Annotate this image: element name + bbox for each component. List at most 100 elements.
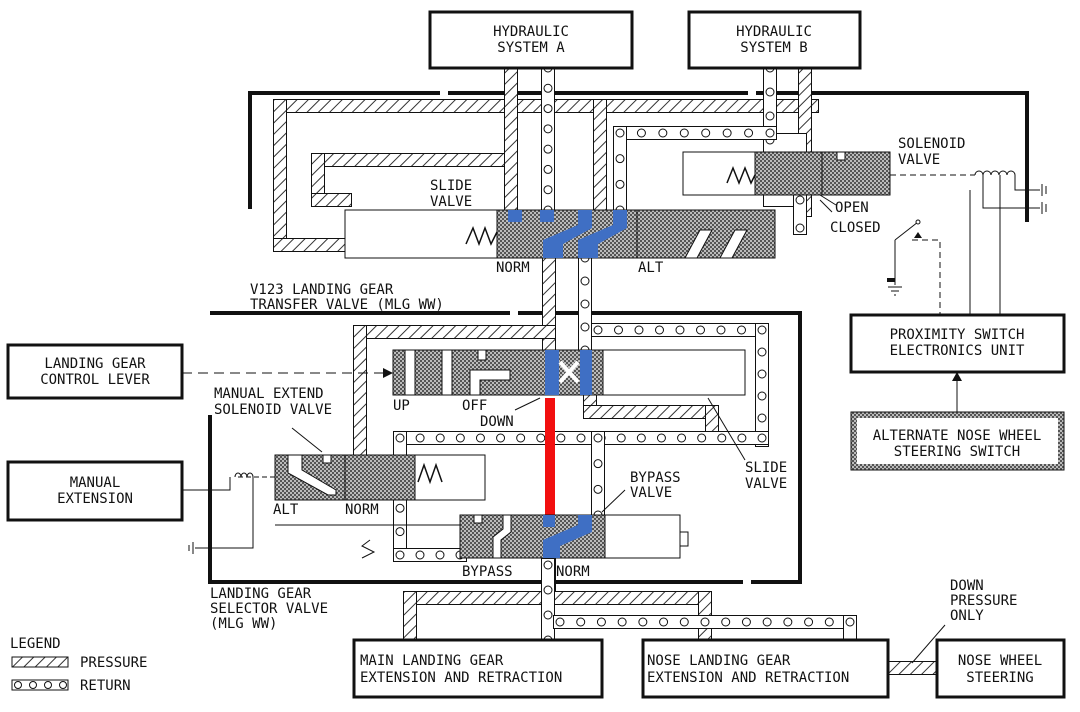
legend-title: LEGEND: [10, 636, 61, 652]
arrow-icon: [952, 372, 962, 381]
box-label: HYDRAULIC: [493, 24, 569, 40]
diagram-labels: SLIDE VALVE SOLENOID VALVE OPEN CLOSED N…: [210, 136, 1017, 632]
solenoid-valve-chamber: [682, 151, 756, 196]
ground-icon: [888, 286, 902, 296]
box-label: ALTERNATE NOSE WHEEL: [873, 428, 1042, 444]
pressure-line: [403, 591, 712, 605]
box-label: SYSTEM A: [497, 40, 565, 56]
label: NORM: [345, 502, 379, 518]
main-gear-box: MAIN LANDING GEAR EXTENSION AND RETRACTI…: [352, 638, 604, 699]
return-line: [393, 431, 769, 445]
label: NORM: [556, 564, 590, 580]
label: V123 LANDING GEAR: [250, 282, 394, 298]
label: SLIDE: [430, 178, 472, 194]
label: VALVE: [630, 485, 672, 501]
return-line: [793, 193, 807, 235]
pressure-line: [593, 99, 607, 217]
manual-extend-solenoid-chamber: [414, 454, 486, 501]
legend-pressure-label: PRESSURE: [80, 655, 147, 671]
label: DOWN: [480, 414, 514, 430]
return-line: [541, 61, 555, 217]
return-line: [613, 126, 777, 140]
box-label: PROXIMITY SWITCH: [890, 327, 1025, 343]
label: (MLG WW): [210, 616, 277, 632]
label: MANUAL EXTEND: [214, 386, 324, 402]
label: DOWN: [950, 578, 984, 594]
hydraulic-system-a-box: HYDRAULIC SYSTEM A: [428, 10, 634, 70]
box-label: EXTENSION AND RETRACTION: [360, 670, 562, 686]
pressure-line: [542, 251, 556, 357]
pressure-line: [353, 325, 556, 339]
label: BYPASS: [630, 470, 681, 486]
label: OPEN: [835, 200, 869, 216]
box-label: NOSE WHEEL: [958, 653, 1042, 669]
label: BYPASS: [462, 564, 513, 580]
label: CLOSED: [830, 220, 881, 236]
label: PRESSURE: [950, 593, 1017, 609]
label: VALVE: [898, 152, 940, 168]
transfer-valve-housing: [248, 91, 1029, 282]
alternate-steering-switch-box: ALTERNATE NOSE WHEEL STEERING SWITCH: [850, 411, 1065, 471]
transfer-slide-valve-chamber: [344, 209, 498, 259]
box-label: SYSTEM B: [740, 40, 807, 56]
label: ALT: [273, 502, 299, 518]
ground-icon: [1041, 184, 1047, 196]
return-line: [591, 323, 769, 337]
return-line: [393, 548, 467, 562]
return-line: [578, 251, 592, 357]
legend-return-swatch: [11, 679, 69, 691]
ground-icon: [1041, 202, 1047, 214]
label: ONLY: [950, 608, 984, 624]
pressure-line: [311, 153, 512, 167]
box-label: ELECTRONICS UNIT: [890, 343, 1025, 359]
box-label: MANUAL: [70, 475, 121, 491]
label: SELECTOR VALVE: [210, 601, 328, 617]
label: SLIDE: [745, 460, 787, 476]
spring-icon: [726, 165, 756, 186]
label: TRANSFER VALVE (MLG WW): [250, 297, 444, 313]
return-line: [613, 126, 627, 217]
label: VALVE: [745, 476, 787, 492]
spring-icon: [465, 225, 498, 247]
arrow-icon: [383, 368, 393, 378]
return-line: [541, 558, 555, 647]
return-line: [553, 615, 857, 629]
box-label: HYDRAULIC: [736, 24, 812, 40]
pressure-line: [273, 99, 287, 252]
return-line: [591, 431, 605, 522]
solenoid-coil-icon: [974, 170, 1016, 176]
pressure-line: [881, 661, 944, 675]
box-label: LANDING GEAR: [44, 356, 146, 372]
legend: LEGEND PRESSURE RETURN: [10, 636, 147, 694]
selector-valve-housing: [208, 311, 802, 584]
label: SOLENOID VALVE: [214, 402, 332, 418]
label: SOLENOID: [898, 136, 965, 152]
spring-icon: [361, 539, 376, 559]
pressure-line: [403, 591, 417, 647]
hydraulic-system-b-box: HYDRAULIC SYSTEM B: [687, 10, 862, 70]
pressure-line: [353, 325, 367, 462]
nose-steering-box: NOSE WHEEL STEERING: [935, 638, 1066, 699]
box-label: EXTENSION AND RETRACTION: [647, 670, 849, 686]
box-label: STEERING SWITCH: [894, 444, 1020, 460]
pressure-line: [311, 193, 352, 207]
control-lever-box: LANDING GEAR CONTROL LEVER: [6, 343, 184, 400]
bypass-valve-chamber: [604, 514, 681, 559]
box-label: EXTENSION: [57, 491, 133, 507]
label: UP: [393, 398, 410, 414]
return-line: [755, 323, 769, 447]
pressure-line: [273, 238, 352, 252]
pressure-line: [504, 61, 518, 217]
label: ALT: [638, 260, 664, 276]
solenoid-coil-icon: [234, 472, 254, 478]
manual-extension-box: MANUAL EXTENSION: [6, 460, 184, 522]
selector-slide-valve-chamber: [602, 349, 746, 396]
label: VALVE: [430, 194, 472, 210]
spring-icon: [417, 462, 443, 485]
box-label: MAIN LANDING GEAR: [360, 653, 504, 669]
legend-pressure-swatch: [11, 656, 69, 668]
legend-return-label: RETURN: [80, 678, 131, 694]
label: NORM: [496, 260, 530, 276]
label: OFF: [462, 398, 487, 414]
